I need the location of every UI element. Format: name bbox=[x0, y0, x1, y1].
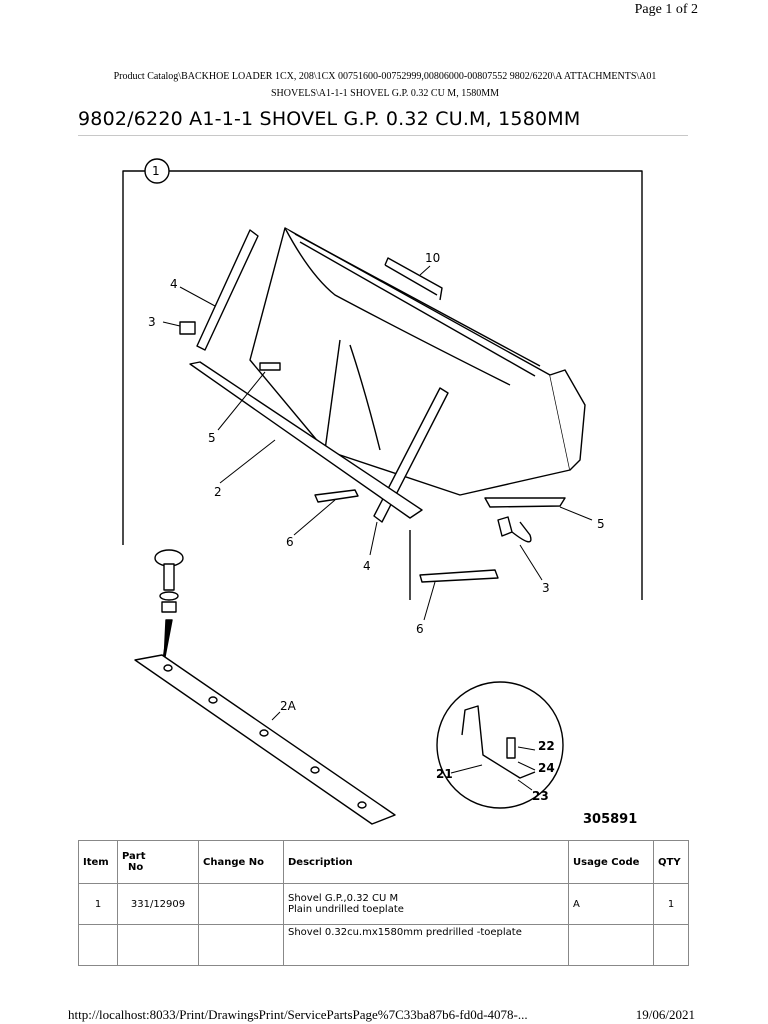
shovel-body bbox=[249, 227, 586, 496]
table-header-row: Item Part No Change No Description Usage… bbox=[78, 840, 689, 884]
hook-bracket bbox=[461, 705, 536, 779]
cell-part-no: 331/12909 bbox=[117, 883, 199, 925]
breadcrumb: Product Catalog\BACKHOE LOADER 1CX, 208\… bbox=[60, 68, 710, 102]
cell-part-no bbox=[117, 924, 199, 966]
wear-strip-6-right bbox=[419, 569, 499, 583]
assembly-frame bbox=[122, 170, 171, 545]
callout-21: 21 bbox=[436, 767, 453, 781]
cell-change-no bbox=[198, 883, 284, 925]
cell-item: 1 bbox=[78, 883, 118, 925]
cell-description: Shovel 0.32cu.mx1580mm predrilled -toepl… bbox=[283, 924, 569, 966]
footer-url[interactable]: http://localhost:8033/Print/DrawingsPrin… bbox=[68, 1007, 528, 1022]
callout-5-right: 5 bbox=[597, 517, 605, 531]
exploded-parts-drawing: 1 10 4 3 5 2 6 4 5 3 6 2A 22 21 24 23 30… bbox=[122, 158, 643, 827]
wear-pad-left bbox=[259, 362, 281, 371]
cell-description: Shovel G.P.,0.32 CU M Plain undrilled to… bbox=[283, 883, 569, 925]
corner-bracket-right bbox=[497, 516, 532, 543]
callout-5-left: 5 bbox=[208, 431, 216, 445]
bolt-assembly bbox=[154, 549, 184, 663]
column-qty: QTY bbox=[653, 840, 689, 884]
cell-usage-code bbox=[568, 924, 654, 966]
title-divider bbox=[78, 135, 688, 136]
footer-date: 19/06/2021 bbox=[635, 1007, 695, 1022]
table-row: Shovel 0.32cu.mx1580mm predrilled -toepl… bbox=[78, 924, 689, 966]
breadcrumb-line-1: Product Catalog\BACKHOE LOADER 1CX, 208\… bbox=[113, 71, 657, 82]
callout-4-left: 4 bbox=[170, 277, 178, 291]
callout-10: 10 bbox=[425, 251, 440, 265]
column-usage-code: Usage Code bbox=[568, 840, 654, 884]
cell-change-no bbox=[198, 924, 284, 966]
toe-plate bbox=[189, 361, 423, 519]
side-cutting-edge-left bbox=[196, 229, 259, 351]
description-line-2: Plain undrilled toeplate bbox=[288, 904, 404, 915]
corner-block-left bbox=[179, 321, 196, 335]
callout-3-left: 3 bbox=[148, 315, 156, 329]
cell-qty: 1 bbox=[653, 883, 689, 925]
page-title: 9802/6220 A1-1-1 SHOVEL G.P. 0.32 CU.M, … bbox=[78, 108, 581, 130]
parts-table: Item Part No Change No Description Usage… bbox=[78, 840, 689, 966]
breadcrumb-line-2: SHOVELS\A1-1-1 SHOVEL G.P. 0.32 CU M, 15… bbox=[271, 88, 499, 99]
callout-23: 23 bbox=[532, 789, 549, 803]
column-part-no: Part No bbox=[117, 840, 199, 884]
side-cutting-edge-right bbox=[373, 387, 449, 523]
callout-6-left: 6 bbox=[286, 535, 294, 549]
description-line-1: Shovel G.P.,0.32 CU M bbox=[288, 893, 399, 904]
callout-3-right: 3 bbox=[542, 581, 550, 595]
page-number: Page 1 of 2 bbox=[634, 2, 698, 17]
callout-1: 1 bbox=[152, 164, 160, 178]
lifting-handle bbox=[384, 257, 443, 301]
wear-pad-right bbox=[484, 497, 566, 508]
detail-bolt bbox=[506, 737, 516, 759]
column-item: Item bbox=[78, 840, 118, 884]
table-row: 1 331/12909 Shovel G.P.,0.32 CU M Plain … bbox=[78, 883, 689, 925]
wear-strip-6-left bbox=[314, 489, 359, 503]
column-description: Description bbox=[283, 840, 569, 884]
cell-qty bbox=[653, 924, 689, 966]
callout-4-right: 4 bbox=[363, 559, 371, 573]
hook-detail-circle bbox=[436, 681, 564, 809]
callout-2: 2 bbox=[214, 485, 222, 499]
description-line-1: Shovel 0.32cu.mx1580mm predrilled -toepl… bbox=[288, 927, 522, 938]
callout-2a: 2A bbox=[280, 699, 297, 713]
cell-usage-code: A bbox=[568, 883, 654, 925]
column-part-no-line1: Part bbox=[122, 851, 146, 862]
assembly-frame-right bbox=[171, 170, 643, 600]
callout-6-right: 6 bbox=[416, 622, 424, 636]
callout-24: 24 bbox=[538, 761, 555, 775]
callout-22: 22 bbox=[538, 739, 555, 753]
drilled-toe-plate bbox=[134, 654, 396, 825]
cell-item bbox=[78, 924, 118, 966]
drawing-number: 305891 bbox=[583, 812, 637, 827]
column-change-no: Change No bbox=[198, 840, 284, 884]
column-part-no-line2: No bbox=[128, 862, 144, 873]
